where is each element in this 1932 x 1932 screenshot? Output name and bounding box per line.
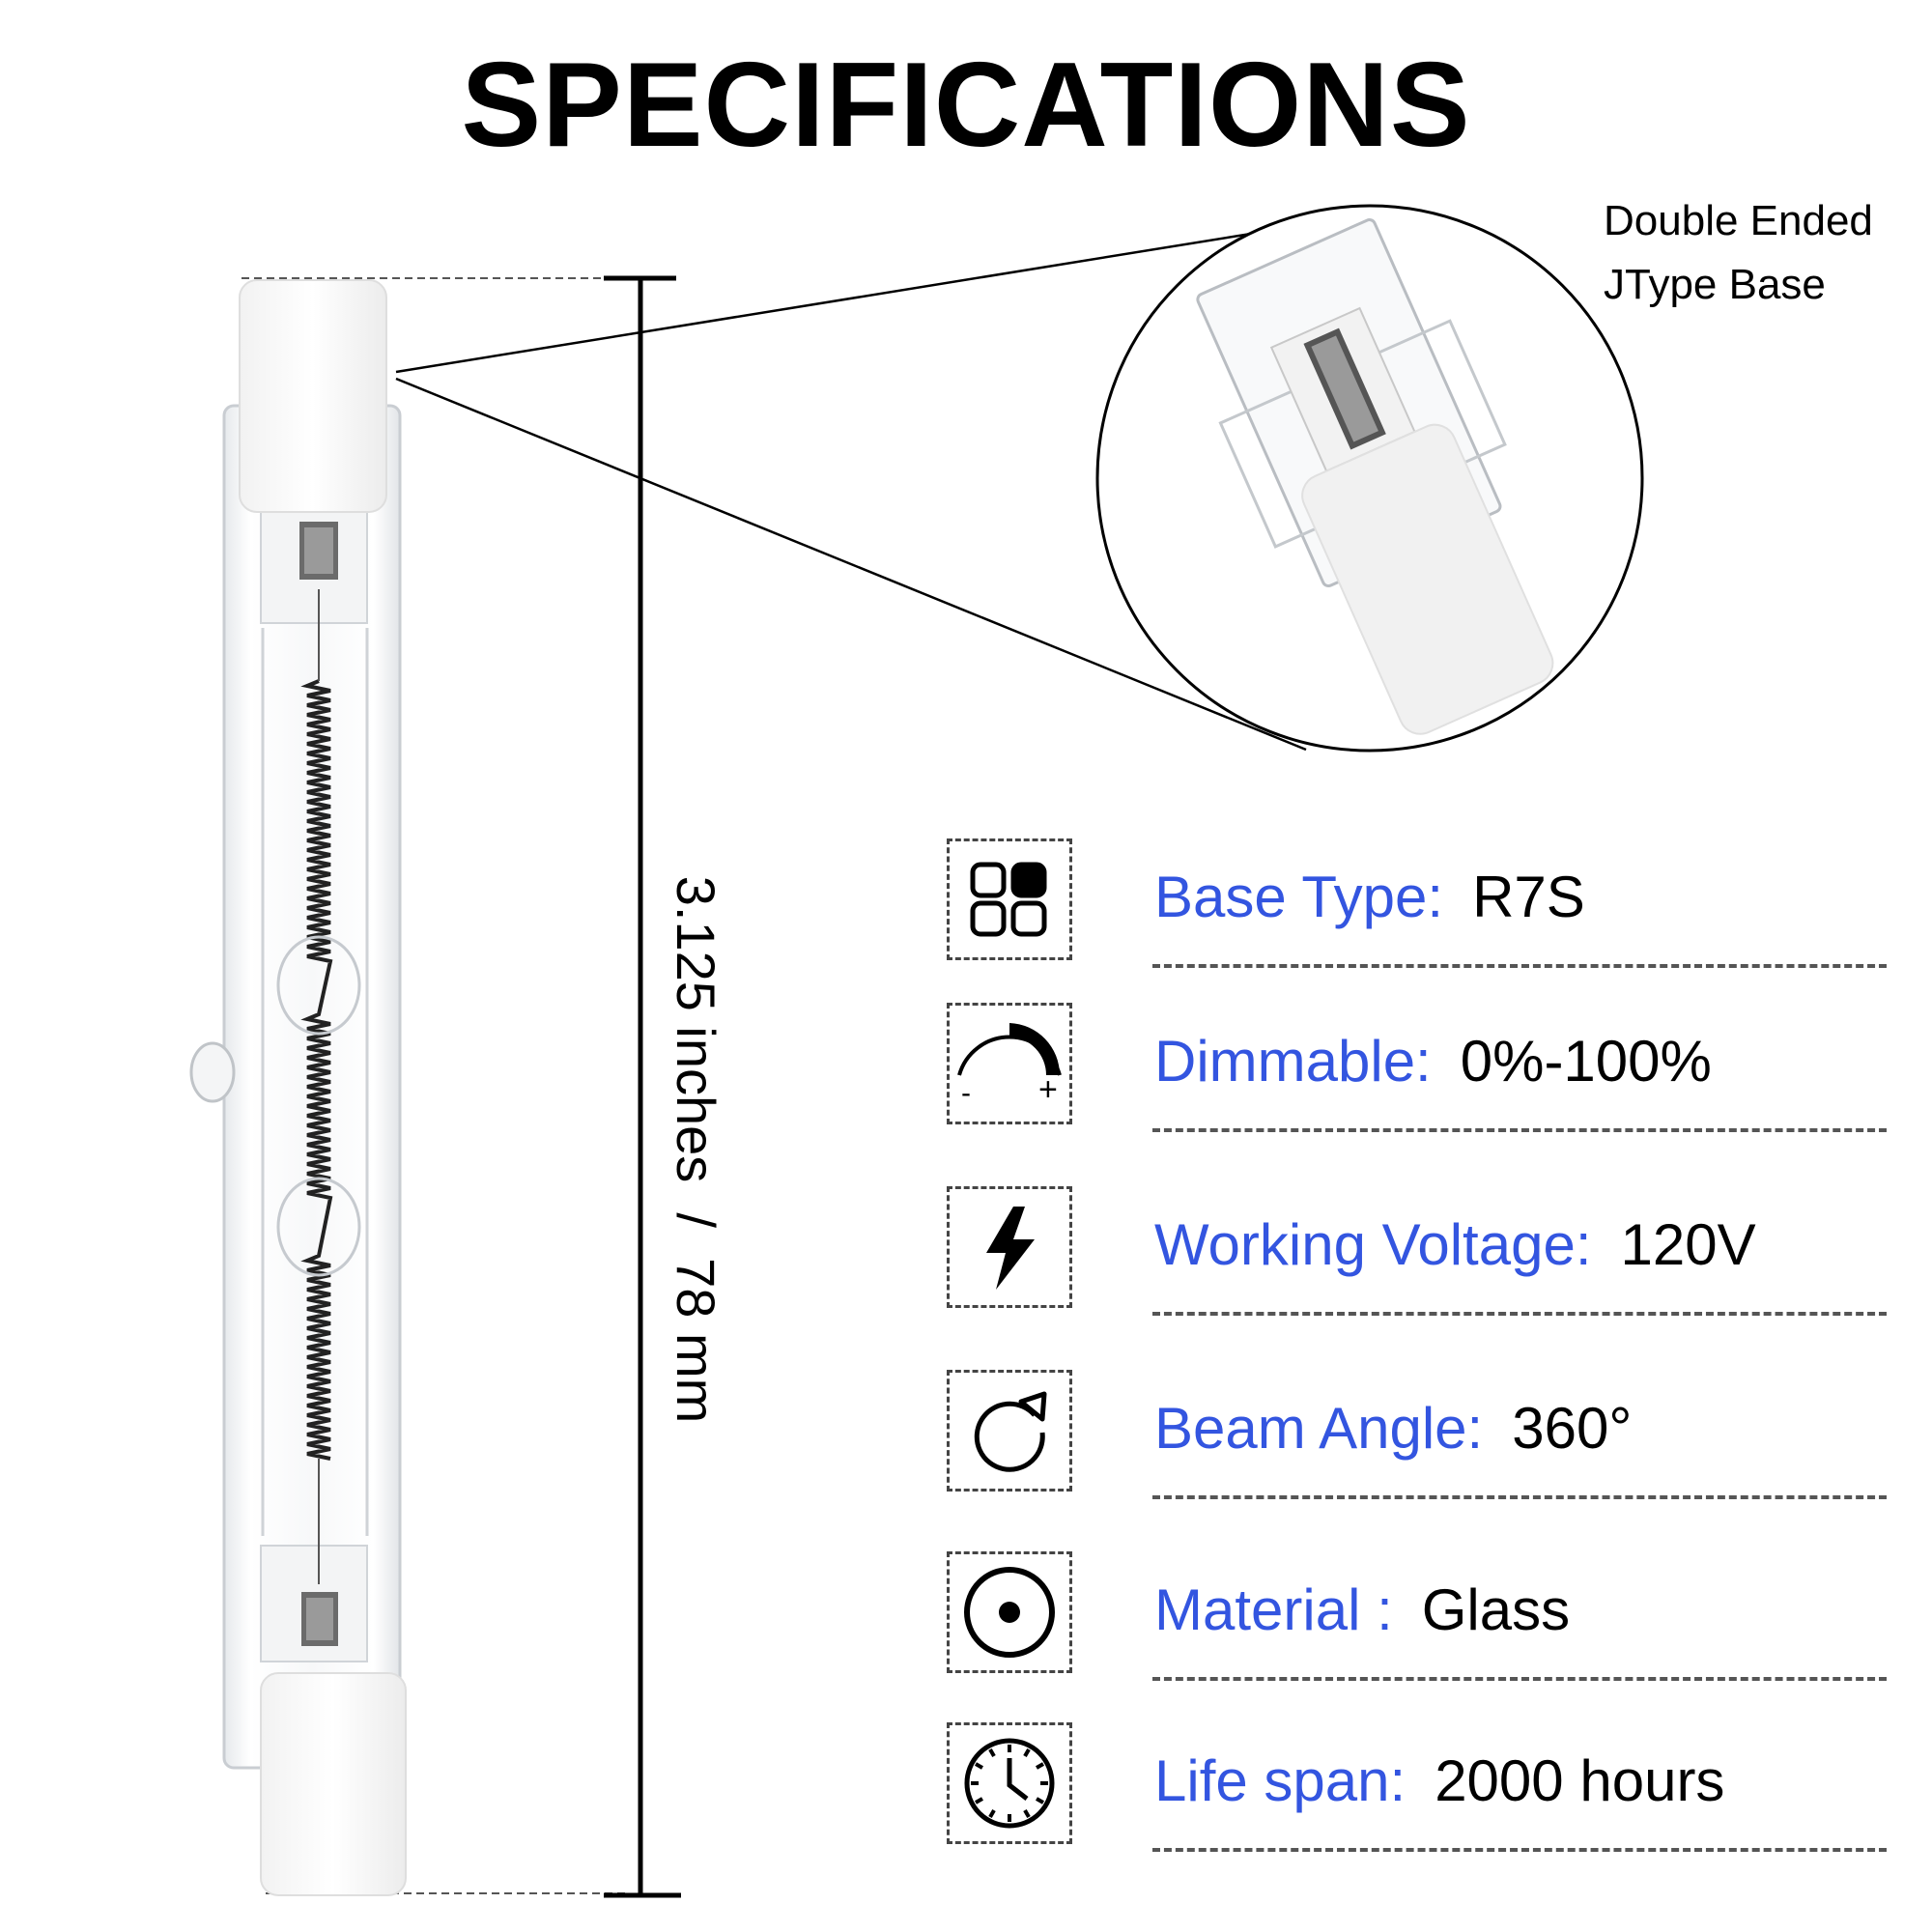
rotate-icon [947, 1370, 1072, 1492]
spec-value: R7S [1472, 865, 1585, 929]
spec-row-dimmable: - + Dimmable: 0%-100% [947, 1003, 1893, 1132]
spec-value: 0%-100% [1460, 1029, 1712, 1094]
callout-line-2: JType Base [1604, 261, 1826, 308]
spec-label: Life span: [1154, 1748, 1406, 1813]
spec-row-base-type: Base Type: R7S [947, 838, 1893, 968]
lightning-icon [947, 1186, 1072, 1308]
page-title: SPECIFICATIONS [461, 39, 1471, 172]
spec-row-life-span: Life span: 2000 hours [947, 1722, 1893, 1852]
spec-value: 2000 hours [1435, 1748, 1725, 1813]
target-icon [947, 1551, 1072, 1673]
spec-label: Material : [1154, 1577, 1393, 1642]
spec-value: Glass [1421, 1577, 1571, 1642]
spec-row-working-voltage: Working Voltage: 120V [947, 1186, 1893, 1316]
spec-label: Working Voltage: [1154, 1212, 1592, 1277]
callout-line-1: Double Ended [1604, 197, 1873, 244]
base-type-icon [947, 838, 1072, 960]
spec-label: Base Type: [1154, 865, 1444, 929]
spec-label: Dimmable: [1154, 1029, 1432, 1094]
dimension-line [604, 275, 681, 1898]
spec-row-material: Material : Glass [947, 1551, 1893, 1681]
spec-row-beam-angle: Beam Angle: 360° [947, 1370, 1893, 1499]
zoom-detail [1097, 206, 1642, 751]
spec-label: Beam Angle: [1154, 1396, 1484, 1461]
divider [1152, 1848, 1887, 1852]
callout-text: Double Ended JType Base [1604, 189, 1873, 317]
zoom-circle [1095, 204, 1644, 753]
divider [1152, 1128, 1887, 1132]
dimmer-plus: + [1038, 1071, 1058, 1108]
divider [1152, 1495, 1887, 1499]
callout-line-bottom [395, 377, 1307, 752]
clock-icon [947, 1722, 1072, 1844]
divider [1152, 1677, 1887, 1681]
dimmer-minus: - [961, 1077, 971, 1109]
dimension-label: 3.125 inches / 78 mm [666, 875, 726, 1424]
halogen-bulb [189, 279, 407, 1896]
divider [1152, 1312, 1887, 1316]
callout-line-top [395, 215, 1353, 374]
spec-value: 120V [1620, 1212, 1756, 1277]
dimmer-icon: - + [947, 1003, 1072, 1124]
spec-value: 360° [1512, 1396, 1633, 1461]
divider [1152, 964, 1887, 968]
